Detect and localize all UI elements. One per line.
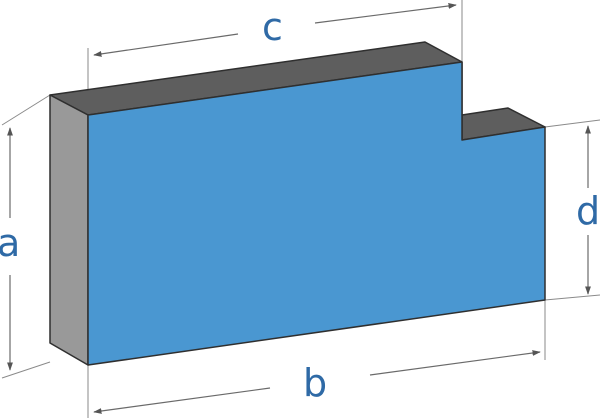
dimension-line-b-right <box>369 350 541 376</box>
label-a: a <box>0 221 20 265</box>
block-front-face <box>87 61 546 366</box>
label-c: c <box>262 5 283 49</box>
label-b: b <box>303 361 327 405</box>
dimension-line-c-right <box>314 3 457 24</box>
dimension-line-c-left <box>93 33 239 57</box>
dimension-lines <box>7 3 591 414</box>
label-d: d <box>576 189 600 233</box>
block-side-face <box>49 94 89 366</box>
dimension-line-b-left <box>93 387 271 414</box>
